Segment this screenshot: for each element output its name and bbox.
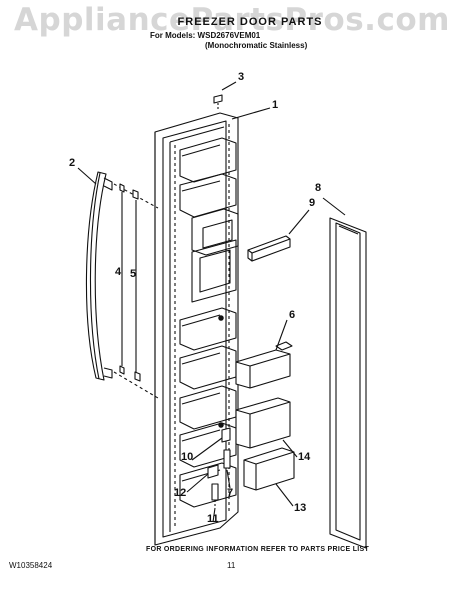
callout-5: 5 <box>130 268 136 280</box>
callout-9: 9 <box>309 197 315 209</box>
dispenser-trim <box>247 235 291 262</box>
door-gasket <box>329 217 367 549</box>
door-panel <box>154 112 239 546</box>
leader-lines <box>77 81 346 523</box>
callout-7: 7 <box>227 487 233 499</box>
callout-1: 1 <box>272 99 278 111</box>
door-small-bin <box>243 447 295 491</box>
page-title: FREEZER DOOR PARTS <box>177 16 323 28</box>
door-shelf-bin <box>235 341 293 389</box>
watermark: AppliancePartsPros.com <box>14 2 450 38</box>
ordering-note: FOR ORDERING INFORMATION REFER TO PARTS … <box>146 546 370 553</box>
callout-2: 2 <box>69 157 75 169</box>
callout-6: 6 <box>289 309 295 321</box>
page-number: 11 <box>227 561 236 570</box>
door-handle <box>85 171 113 381</box>
callout-4: 4 <box>115 266 122 278</box>
callout-12: 12 <box>174 487 186 499</box>
model-line: For Models: WSD2676VEM01 <box>150 31 261 40</box>
hinge-parts <box>207 427 231 508</box>
handle-screws <box>113 183 159 399</box>
doc-number: W10358424 <box>9 561 53 570</box>
model-subtitle: (Monochromatic Stainless) <box>205 41 308 50</box>
callout-10: 10 <box>181 451 193 463</box>
callout-14: 14 <box>298 451 311 463</box>
door-bin-lower <box>235 397 291 449</box>
top-screw <box>213 94 223 110</box>
callout-3: 3 <box>238 71 244 83</box>
callout-13: 13 <box>294 502 306 514</box>
callout-8: 8 <box>315 182 321 194</box>
callout-11: 11 <box>207 513 219 525</box>
